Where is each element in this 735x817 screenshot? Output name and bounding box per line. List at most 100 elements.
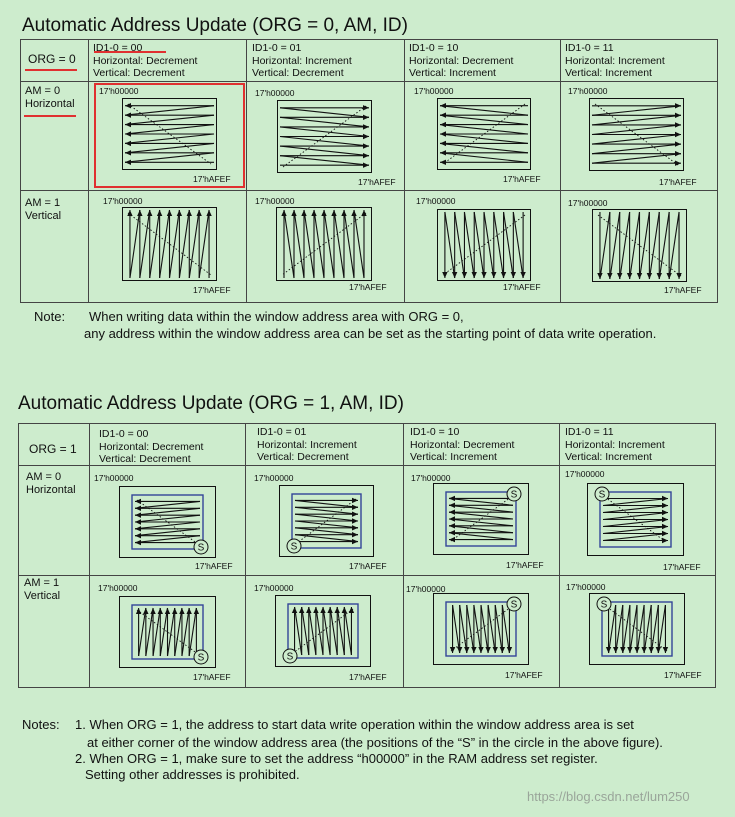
scan-line: [448, 511, 514, 520]
arrowhead: [348, 607, 355, 613]
start-marker-circle: [506, 486, 522, 502]
scan-line: [343, 209, 355, 279]
start-marker-circle: [286, 538, 302, 554]
scan-line: [323, 209, 335, 279]
scan-line: [336, 606, 345, 656]
scan-line: [124, 124, 215, 135]
scan-line: [591, 133, 682, 145]
highlight-underline: [24, 115, 76, 117]
end-address-label: 17'hAFEF: [659, 177, 697, 187]
arrowhead: [361, 210, 367, 216]
return-path-line: [442, 214, 526, 276]
note-line: at either corner of the window address a…: [87, 735, 663, 750]
scan-line: [124, 152, 215, 163]
end-address-label: 17'hAFEF: [349, 672, 387, 682]
scan-line: [313, 209, 325, 279]
window-frame: [437, 98, 531, 170]
scan-line: [353, 209, 365, 279]
note-label: Note:: [34, 309, 66, 324]
window-area-frame: [131, 604, 204, 660]
start-marker-label: S: [511, 490, 518, 501]
scan-diagram-org0-am1-id11: [592, 209, 687, 282]
start-marker-circle: [596, 596, 612, 612]
note-line: When writing data within the window addr…: [89, 309, 464, 324]
end-address-label: 17'hAFEF: [503, 174, 541, 184]
scan-line: [473, 604, 482, 654]
scan-line: [124, 114, 215, 126]
scan-line: [294, 506, 359, 515]
scan-line: [279, 126, 370, 138]
scan-line: [591, 153, 682, 164]
arrowhead: [449, 536, 455, 543]
scan-line: [609, 211, 621, 280]
end-address-label: 17'hAFEF: [349, 282, 387, 292]
scan-line: [636, 604, 645, 654]
scan-line: [333, 209, 345, 279]
start-address-label: 17'h00000: [254, 583, 294, 593]
start-marker-label: S: [287, 652, 294, 663]
end-address-label: 17'hAFEF: [505, 670, 543, 680]
start-address-label: 17'h00000: [98, 583, 138, 593]
scan-line: [279, 107, 370, 118]
scan-diagram-org1-am1-id10: S: [433, 593, 529, 665]
end-address-label: 17'hAFEF: [195, 561, 233, 571]
scan-line: [629, 211, 641, 280]
window-area-frame: [599, 491, 672, 548]
end-address-label: 17'hAFEF: [503, 282, 541, 292]
scan-line: [188, 209, 200, 279]
scan-line: [145, 607, 154, 657]
scan-line: [303, 209, 315, 279]
start-marker-circle: [594, 486, 610, 502]
scan-line: [622, 604, 631, 654]
scan-line: [124, 105, 215, 116]
window-frame: [277, 100, 372, 173]
scan-line: [149, 209, 161, 279]
section2-title: Automatic Address Update (ORG = 1, AM, I…: [18, 393, 404, 414]
scan-diagram-org1-am1-id00: S: [119, 596, 216, 668]
scan-line: [480, 604, 489, 654]
end-address-label: 17'hAFEF: [349, 561, 387, 571]
scan-line: [159, 209, 171, 279]
start-marker-circle: [193, 539, 209, 555]
start-address-label: 17'h00000: [103, 196, 143, 206]
scan-line: [168, 209, 180, 279]
start-address-label: 17'h00000: [566, 582, 606, 592]
scan-line: [294, 513, 359, 522]
start-marker-label: S: [511, 600, 518, 611]
scan-diagram-org1-am0-id00: S: [119, 486, 216, 558]
scan-line: [294, 520, 359, 529]
scan-line: [448, 497, 514, 506]
start-address-label: 17'h00000: [255, 196, 295, 206]
scan-line: [591, 114, 682, 126]
window-frame: [276, 207, 372, 281]
scan-line: [448, 518, 514, 527]
ram-frame: [275, 595, 371, 667]
scan-line: [439, 133, 529, 144]
scan-line: [279, 135, 370, 147]
arrowhead: [442, 272, 448, 278]
scan-diagram-org1-am1-id11: S: [589, 593, 685, 665]
ram-frame: [433, 483, 529, 555]
scan-line: [439, 152, 529, 163]
ram-frame: [589, 593, 685, 665]
scan-line: [493, 211, 505, 279]
end-address-label: 17'hAFEF: [193, 672, 231, 682]
arrowhead: [449, 647, 456, 653]
start-marker-label: S: [601, 600, 608, 611]
scan-line: [188, 607, 197, 657]
ram-frame: [587, 483, 684, 556]
scan-line: [279, 145, 370, 157]
return-path-line: [442, 103, 526, 165]
scan-diagram-org0-am0-id10: [437, 98, 531, 170]
scan-line: [619, 211, 631, 280]
scan-line: [134, 528, 201, 537]
note-line: any address within the window address ar…: [84, 326, 657, 341]
ram-frame: [119, 596, 216, 668]
scan-line: [439, 124, 529, 135]
arrowhead: [127, 210, 133, 216]
scan-diagram-org1-am0-id11: S: [587, 483, 684, 556]
scan-line: [448, 525, 514, 534]
